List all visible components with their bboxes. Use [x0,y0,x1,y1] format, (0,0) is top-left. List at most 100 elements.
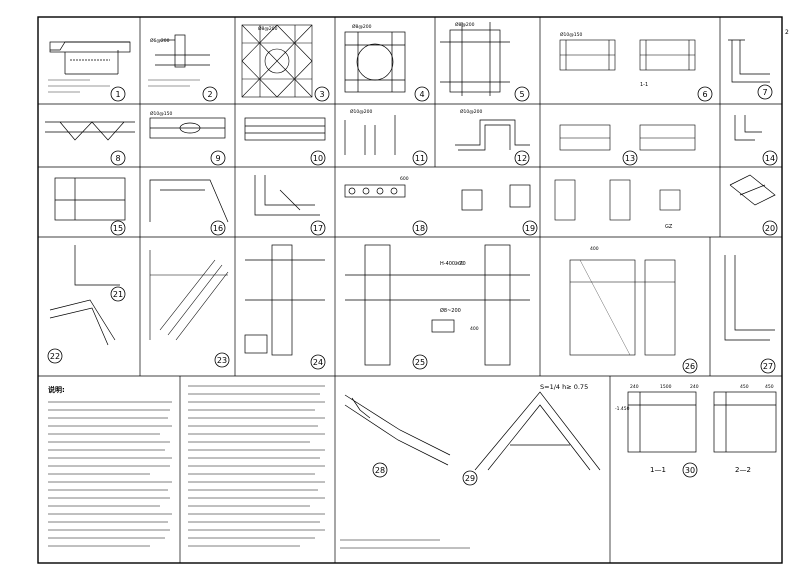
detail-9 [149,117,226,139]
detail-number-circle [110,286,126,302]
detail-number-circle [214,352,230,368]
detail-number-circle [202,86,218,102]
detail-number-circle [314,86,330,102]
notes-title: 说明: [48,385,65,394]
detail-18 [344,184,531,211]
detail-number-label: 23 [217,356,227,365]
detail-number-label: 22 [50,352,60,361]
detail-number-circle [210,150,226,166]
detail-number-label: 7 [762,88,767,97]
detail-number-label: 8 [115,154,120,163]
rebar-callout: Ø10@150 [560,31,582,38]
dimension-label: -1.450 [615,406,630,412]
dimension-label: 450 [765,384,774,390]
dimension-label: 450 [740,384,749,390]
misc-label: 1-1 [640,82,648,88]
detail-25 [345,244,530,366]
detail-number-circle [462,470,478,486]
detail-number-circle [110,150,126,166]
detail-number-circle [210,220,226,236]
rebar-callout: Ø10@150 [150,110,172,117]
detail-number-label: 14 [765,154,775,163]
rebar-callout: Ø10@200 [460,108,482,115]
rebar-callout: Ø10@200 [350,108,372,115]
detail-number-label: 6 [702,90,707,99]
detail-number-circle [757,84,773,100]
detail-27 [724,255,775,341]
rebar-callout: Ø8@200 [455,21,475,28]
detail-14 [734,115,762,141]
rebar-callout: Ø8@200 [258,25,278,32]
rebar-callout: Ø8@200 [352,23,372,30]
detail-number-label: 15 [113,224,123,233]
detail-number-label: 25 [415,358,425,367]
detail-4 [344,31,406,93]
dimension-label: 600 [400,176,409,182]
detail-number-circle [682,462,698,478]
detail-24 [244,244,325,356]
detail-number-label: 27 [763,362,773,371]
detail-number-circle [412,354,428,370]
misc-label: H-400~70 [440,261,466,267]
detail-number-circle [522,220,538,236]
dimension-label: 240 [690,384,699,390]
detail-number-circle [682,358,698,374]
detail-26 [569,259,676,356]
detail-number-label: 10 [313,154,323,163]
detail-2 [148,34,210,87]
dimension-label: 240 [630,384,639,390]
detail-8 [45,121,135,141]
detail-5 [440,22,510,96]
detail-21-22 [49,245,120,346]
detail-15 [54,177,126,221]
detail-28 [344,394,451,466]
detail-number-circle [622,150,638,166]
detail-number-label: 16 [213,224,223,233]
detail-7 [728,39,770,83]
detail-number-label: 21 [113,290,123,299]
notes-text-block [48,385,470,549]
detail-number-label: 13 [625,154,635,163]
dimension-label: 200 [455,261,464,267]
detail-number-circle [760,358,776,374]
detail-17 [254,175,320,216]
detail-number-circle [310,220,326,236]
detail-number-circle [412,150,428,166]
detail-number-label: 24 [313,358,323,367]
section-label-2: 2—2 [735,466,751,474]
detail-number-label: 30 [685,466,695,475]
detail-number-circle [762,150,778,166]
detail-number-circle [514,150,530,166]
detail-number-circle [414,86,430,102]
detail-number-label: 4 [419,90,424,99]
detail-11 [344,115,396,155]
dimension-label: 400 [590,246,599,252]
detail-1 [48,41,131,93]
detail-29 [474,391,601,471]
detail-13 [559,124,696,151]
section-label-1: 1—1 [650,466,666,474]
detail-19 [554,179,681,221]
detail-number-circle [110,220,126,236]
detail-6 [559,39,696,71]
detail-number-circle [514,86,530,102]
detail-3 [241,24,313,98]
dimension-label: 1500 [660,384,672,390]
detail-30 [627,391,777,453]
detail-23 [149,250,229,341]
rebar-callout: Ø6@200 [150,37,170,44]
page-number: 2 [785,29,789,36]
detail-number-label: 29 [465,474,475,483]
detail-number-circle [762,220,778,236]
detail-number-circle [697,86,713,102]
detail-number-label: 20 [765,224,775,233]
detail-12 [455,119,530,151]
detail-number-label: 28 [375,466,385,475]
misc-label: GZ [665,224,673,230]
detail-number-label: 9 [215,154,220,163]
detail-number-circle [110,86,126,102]
detail-number-circle [310,354,326,370]
detail-number-label: 19 [525,224,535,233]
